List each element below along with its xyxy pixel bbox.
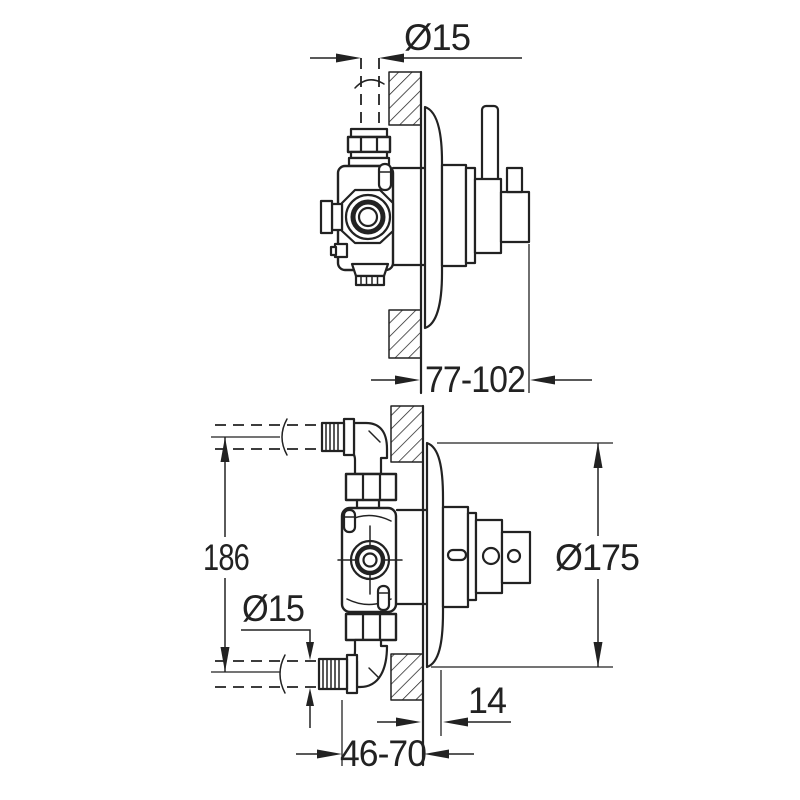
arrowhead: [593, 642, 603, 667]
lever-slot: [446, 548, 468, 562]
dim-escutcheon-diameter: Ø175: [431, 442, 640, 668]
dim-label-connection-depth: 46-70: [340, 733, 426, 774]
dim-label-escutcheon-diameter: Ø175: [555, 537, 639, 578]
cartridge-stack-side: [440, 163, 531, 268]
temperature-lever-rod: [480, 104, 500, 186]
wall-hatch-upper: [391, 406, 423, 462]
fixing-hole: [481, 546, 501, 566]
arrowhead: [306, 642, 314, 660]
escutcheon-flange-side: [423, 105, 444, 330]
arrowhead: [220, 437, 230, 462]
wall-section-front-view: [390, 404, 425, 767]
wall-section-side-view: [388, 70, 423, 395]
wall-hatch-lower: [389, 310, 421, 358]
spindle-boss-ring: [354, 544, 386, 576]
escutcheon-flange-section: [425, 441, 445, 669]
dim-label-pipe-diameter-bottom: Ø15: [242, 588, 304, 629]
dim-label-pipe-diameter-top: Ø15: [404, 17, 470, 58]
pipe-break-mark: [354, 79, 385, 89]
dim-escutcheon-thickness: 14: [377, 670, 511, 736]
arrowhead: [336, 53, 361, 63]
dim-label-mounting-depth: 77-102: [425, 359, 525, 400]
bleed-screw-top-left: [342, 508, 357, 534]
supply-pipe-dashed-top: [354, 58, 385, 130]
union-nut-lower: [344, 612, 398, 642]
pipe-break-mark: [281, 418, 288, 456]
valve-body-front: [337, 506, 403, 614]
dim-pipe-diameter-top: Ø15: [310, 17, 522, 63]
pipe-break-mark: [279, 654, 286, 694]
side-view: Ø15 77-102: [310, 17, 592, 400]
front-view: 186 Ø15 Ø175 14: [203, 404, 640, 774]
arrowhead: [530, 375, 555, 385]
spindle-boss-outer: [349, 539, 391, 581]
dim-connection-spacing: 186: [203, 436, 280, 673]
cartridge-stack-front: [441, 505, 532, 609]
side-port-cap: [319, 199, 334, 235]
volume-stub: [505, 166, 524, 194]
arrowhead: [424, 749, 449, 759]
arrowhead: [593, 443, 603, 468]
wall-hatch-upper: [389, 72, 421, 125]
arrowhead: [379, 53, 404, 63]
fixing-hole: [506, 548, 522, 564]
supply-pipe-dashed-lower: [215, 654, 316, 694]
valve-sleeve-lines: [395, 508, 429, 606]
dim-label-connection-spacing: 186: [203, 537, 249, 578]
supply-pipe-dashed-upper: [215, 418, 321, 456]
arrowhead: [317, 749, 342, 759]
side-port-neck: [330, 202, 344, 232]
dim-label-escutcheon-thickness: 14: [468, 680, 506, 721]
union-nut-top: [346, 127, 392, 168]
dim-mounting-depth: 77-102: [371, 244, 592, 400]
arrowhead: [396, 717, 421, 727]
spindle-center: [362, 552, 378, 568]
wall-hatch-lower: [391, 654, 423, 700]
union-nut-upper: [344, 472, 398, 510]
arrowhead: [220, 647, 230, 672]
valve-body-side: [319, 162, 395, 287]
bleed-screw-top: [377, 162, 393, 192]
elbow-connector-lower: [317, 638, 389, 695]
elbow-collar: [342, 417, 356, 457]
bleed-screw-bottom-right: [376, 584, 391, 612]
bottom-cap: [350, 262, 390, 278]
arrowhead: [395, 375, 420, 385]
elbow-connector-upper: [320, 417, 389, 476]
arrowhead: [443, 717, 468, 727]
outlet-port-ring: [344, 193, 392, 241]
elbow-collar: [345, 653, 359, 695]
dim-pipe-diameter-bottom: Ø15: [241, 588, 314, 728]
dim-connection-depth: 46-70: [296, 700, 474, 774]
valve-sleeve-lines: [391, 166, 429, 267]
arrowhead: [306, 688, 314, 706]
